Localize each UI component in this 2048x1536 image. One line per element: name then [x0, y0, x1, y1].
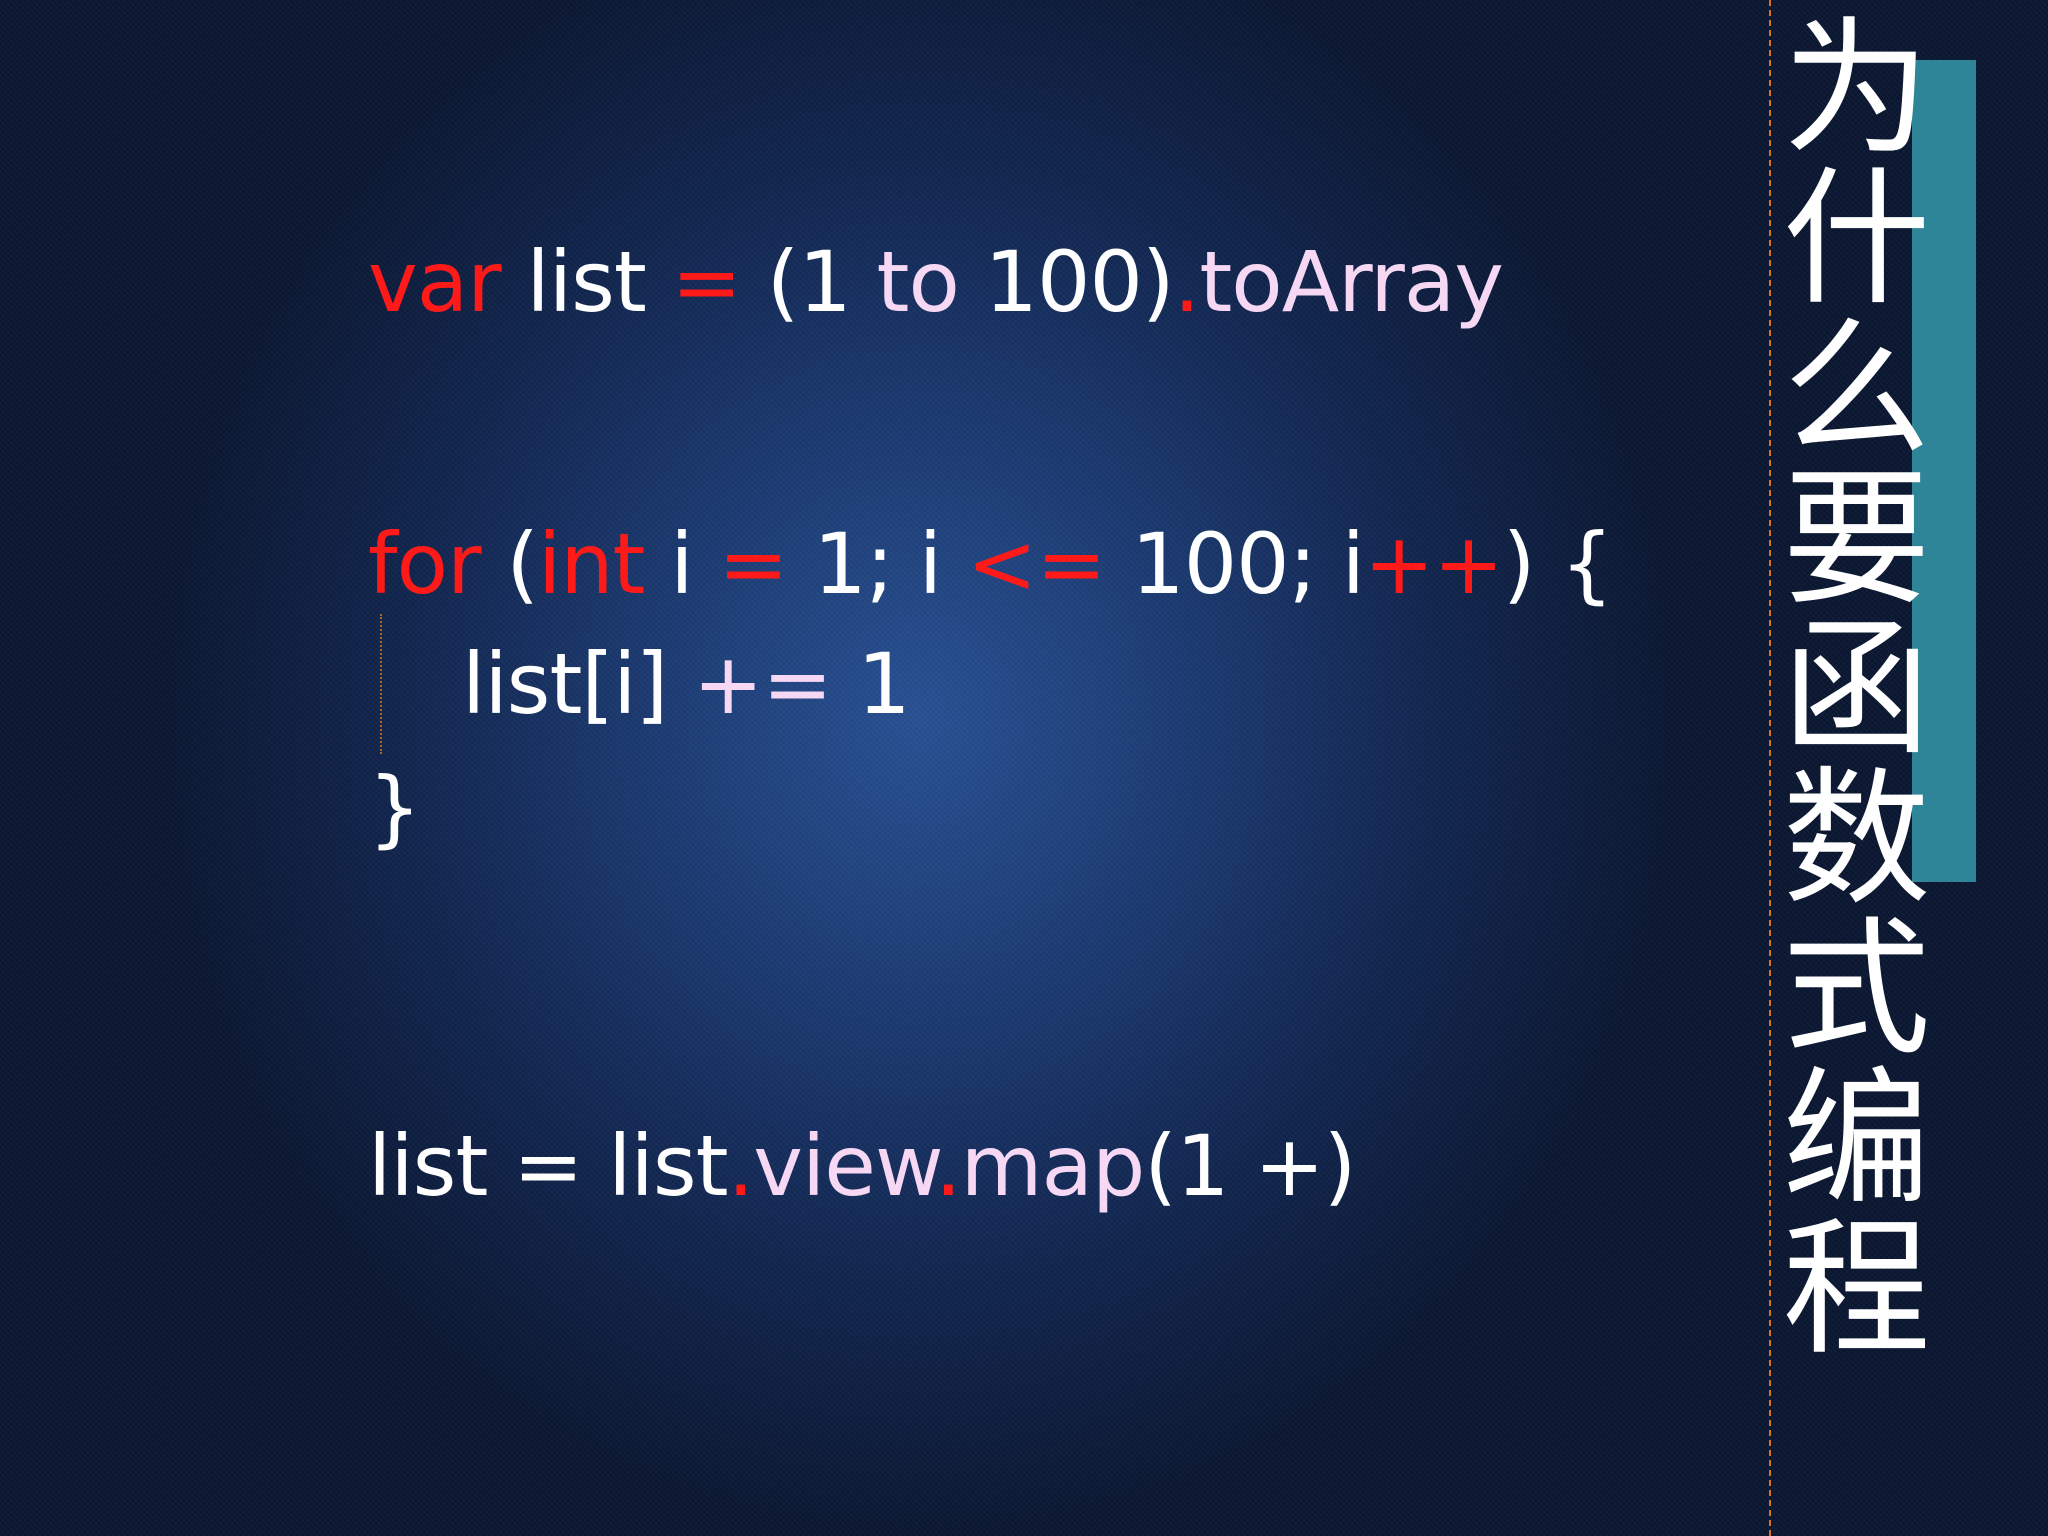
code-token: (1 +) — [1144, 1117, 1356, 1215]
keyword-var: var — [368, 233, 502, 331]
code-token: i — [644, 515, 719, 613]
code-line-declaration: var list = (1 to 100).toArray — [368, 232, 1504, 332]
code-token: 100; i — [1105, 515, 1365, 613]
accent-bar — [1912, 60, 1976, 882]
operator-assign: = — [671, 233, 742, 331]
method-view: view — [753, 1117, 936, 1215]
code-token: list = list — [368, 1117, 729, 1215]
brace-guide-line — [380, 614, 382, 754]
operator-dot: . — [1173, 233, 1201, 331]
operator-plus-assign: += — [692, 635, 833, 733]
code-token: list — [500, 233, 672, 331]
title-divider-line — [1769, 0, 1771, 1536]
code-token: (1 — [740, 233, 877, 331]
code-line-loop-body: list[i] += 1 — [462, 634, 911, 734]
code-token: 100) — [958, 233, 1175, 331]
keyword-for: for — [368, 515, 481, 613]
code-line-closing-brace: } — [368, 758, 421, 858]
closing-brace: } — [368, 759, 421, 857]
code-line-for-header: for (int i = 1; i <= 100; i++) { — [368, 514, 1614, 614]
operator-lte: <= — [966, 515, 1107, 613]
operator-assign: = — [718, 515, 788, 613]
method-toarray: toArray — [1199, 233, 1504, 331]
operator-dot: . — [727, 1117, 755, 1215]
code-token: ) { — [1502, 515, 1614, 613]
slide-title: 为什么要函数式编程 — [1757, 10, 1929, 1360]
code-token: list[i] — [462, 635, 693, 733]
code-token: 1; i — [787, 515, 967, 613]
operator-increment: ++ — [1363, 515, 1504, 613]
code-line-functional: list = list.view.map(1 +) — [368, 1116, 1356, 1216]
code-token: ( — [480, 515, 539, 613]
operator-dot: . — [934, 1117, 962, 1215]
method-to: to — [876, 233, 960, 331]
code-token: 1 — [831, 635, 910, 733]
keyword-int: int — [537, 515, 646, 613]
method-map: map — [960, 1117, 1146, 1215]
